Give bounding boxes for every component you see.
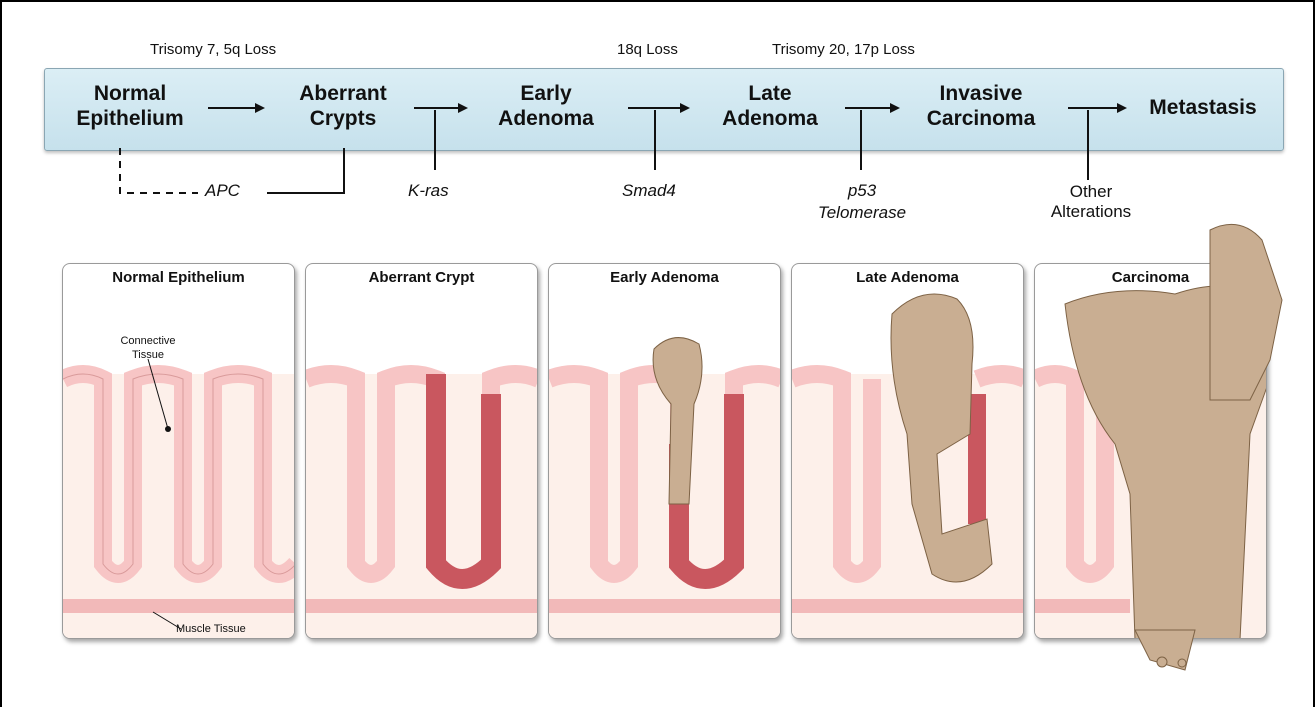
panel-carcinoma: Carcinoma bbox=[1034, 263, 1267, 639]
panel-early-adenoma: Early Adenoma bbox=[548, 263, 781, 639]
panel-title: Carcinoma bbox=[1035, 269, 1266, 286]
note-connective-tissue: Connective Tissue bbox=[88, 334, 208, 362]
panel-title: Late Adenoma bbox=[792, 269, 1023, 286]
late-adenoma-illustration bbox=[792, 264, 1024, 639]
connector-apc-dashed bbox=[120, 148, 198, 193]
carcinoma-illustration bbox=[1035, 264, 1267, 639]
early-adenoma-illustration bbox=[549, 264, 781, 639]
note-connective-line2: Tissue bbox=[88, 348, 208, 362]
panel-normal-epithelium: Normal Epithelium Connective Tissue Musc… bbox=[62, 263, 295, 639]
panel-late-adenoma: Late Adenoma bbox=[791, 263, 1024, 639]
panel-title: Normal Epithelium bbox=[63, 269, 294, 286]
normal-crypt-illustration bbox=[63, 264, 295, 639]
aberrant-crypt-illustration bbox=[306, 264, 538, 639]
panel-aberrant-crypt: Aberrant Crypt bbox=[305, 263, 538, 639]
panel-title: Early Adenoma bbox=[549, 269, 780, 286]
connector-apc bbox=[267, 148, 344, 193]
note-muscle-tissue: Muscle Tissue bbox=[176, 622, 246, 636]
panel-title: Aberrant Crypt bbox=[306, 269, 537, 286]
note-connective-line1: Connective bbox=[88, 334, 208, 348]
